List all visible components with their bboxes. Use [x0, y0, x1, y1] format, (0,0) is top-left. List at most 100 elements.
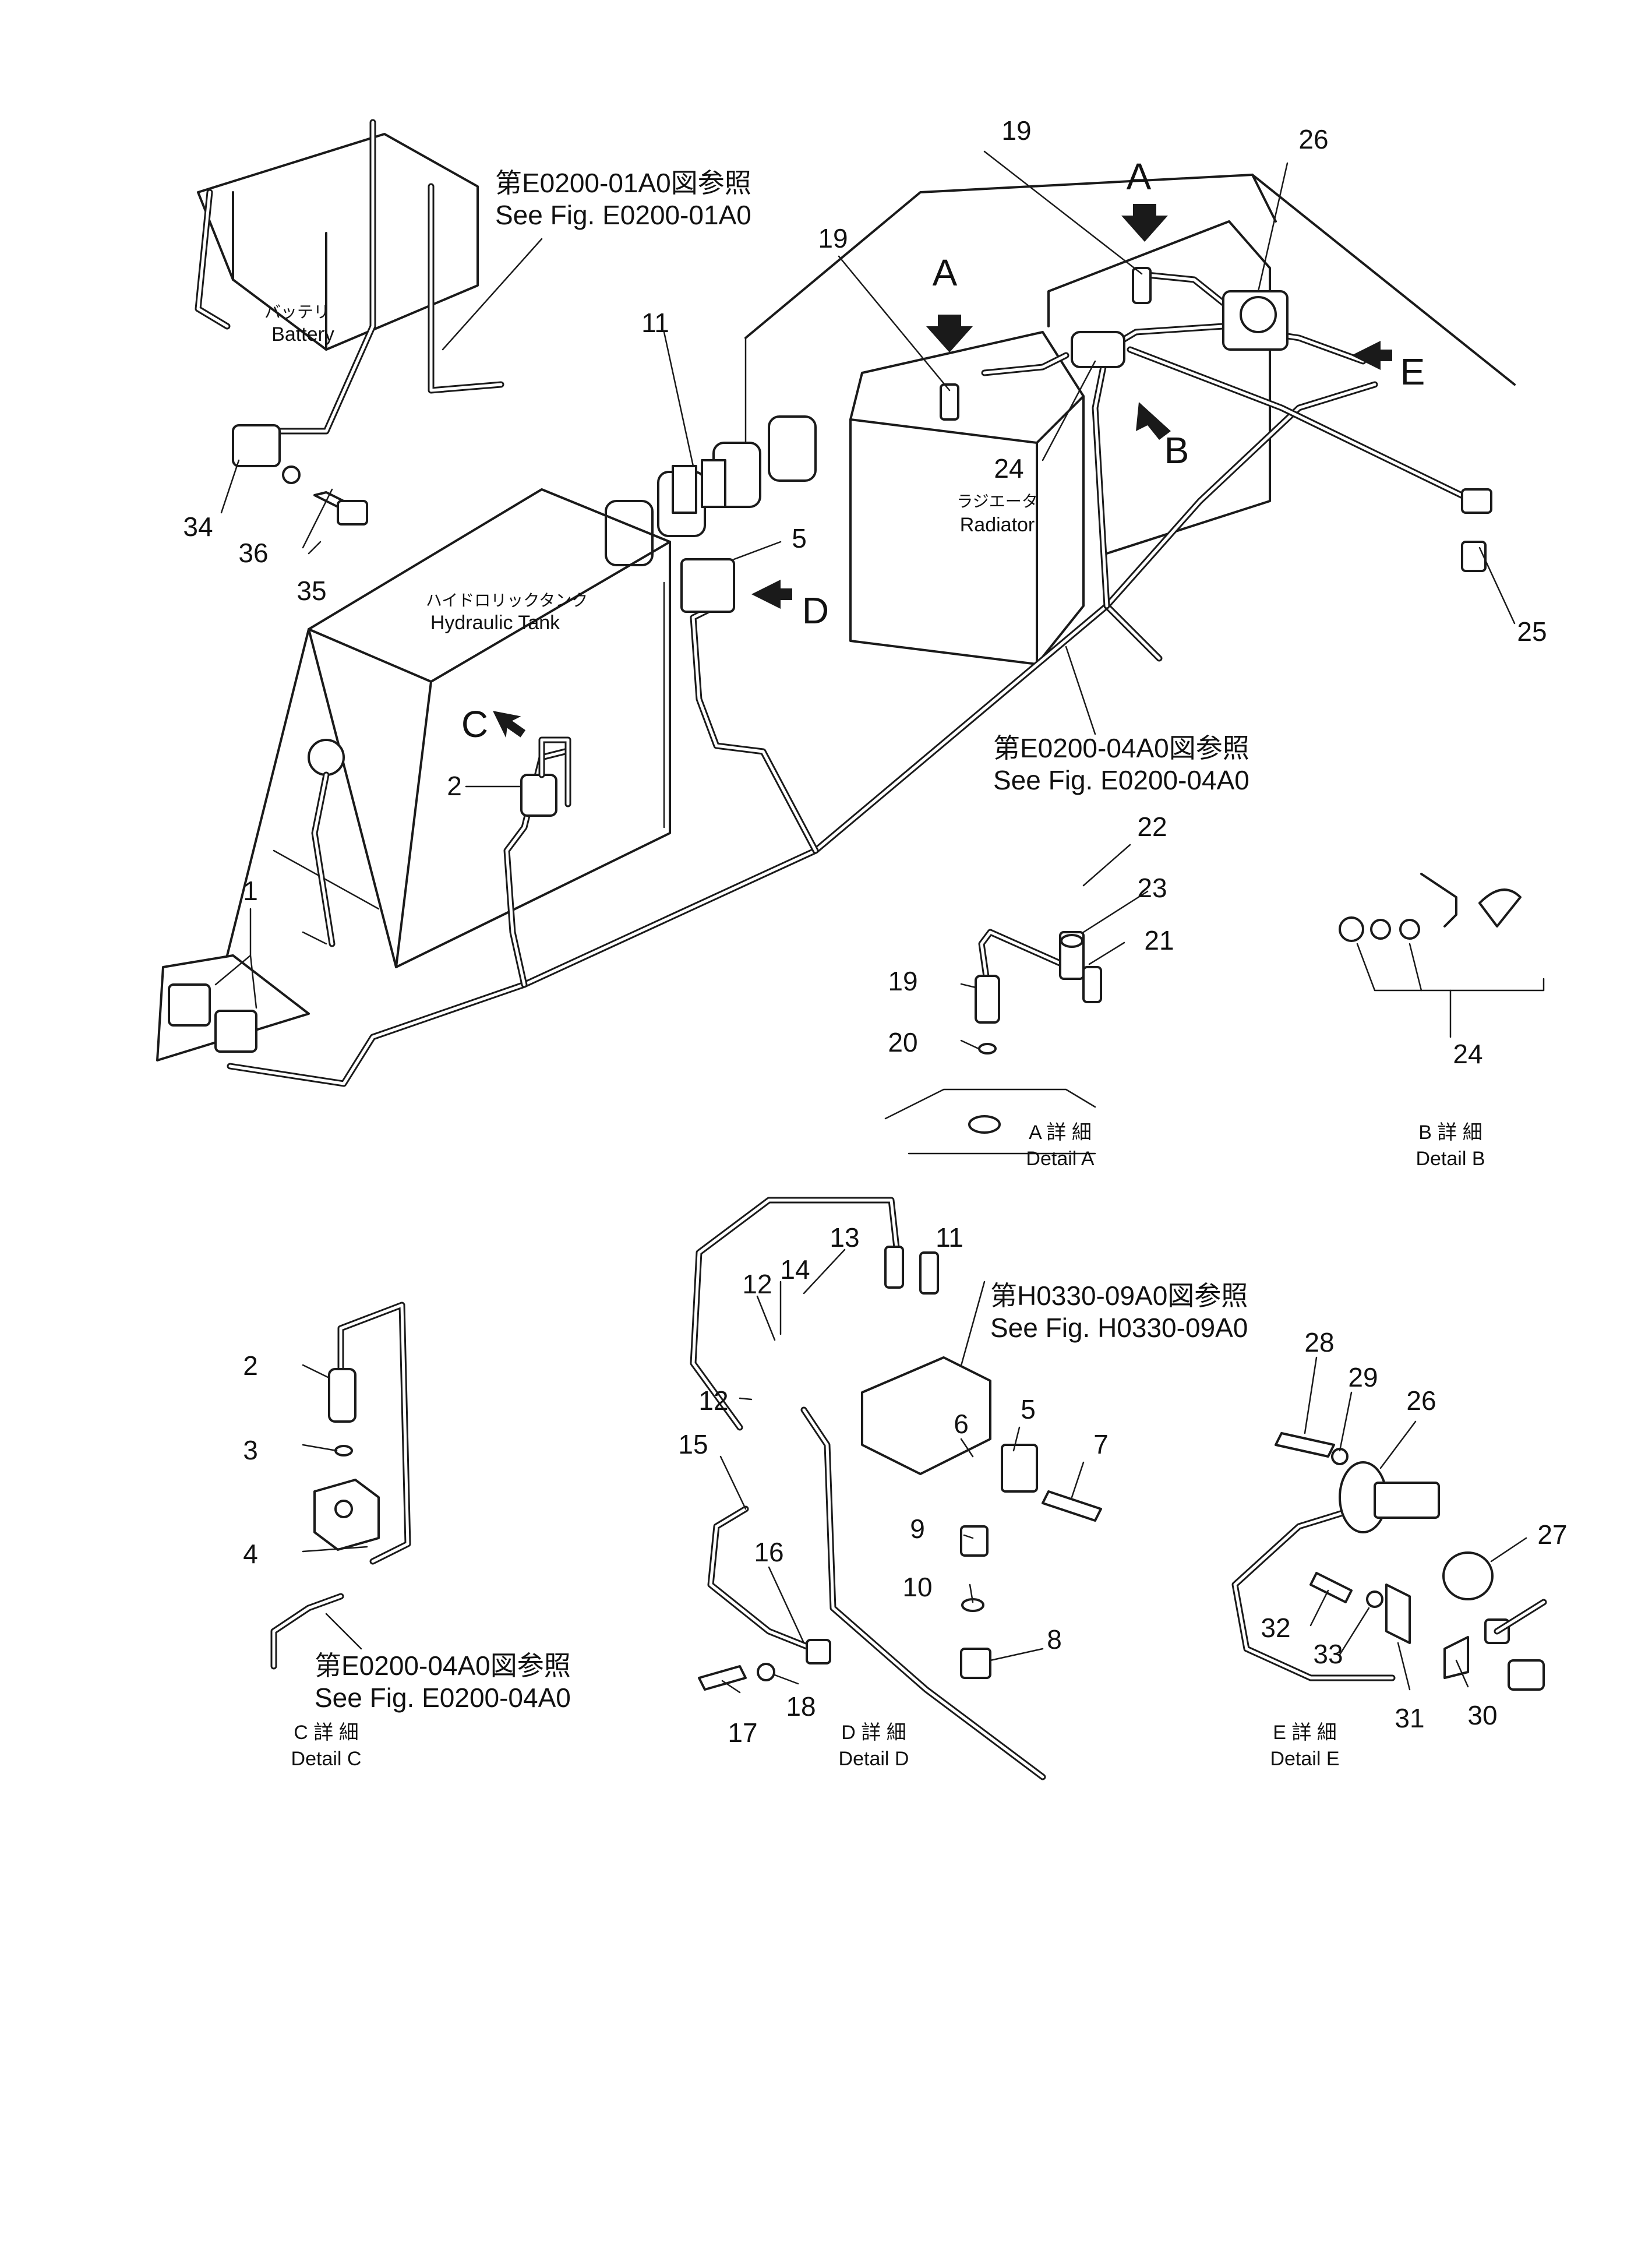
- battery-relay-parts: [232, 424, 368, 526]
- callout-22: 22: [1137, 812, 1167, 842]
- callout-14: 14: [780, 1254, 810, 1285]
- ref-h0330-09a0-en: See Fig. H0330-09A0: [990, 1313, 1248, 1343]
- ref-e0200-04a0-en-detail-c: See Fig. E0200-04A0: [315, 1683, 571, 1713]
- detail-b: B 詳 細 Detail B: [1339, 873, 1545, 1170]
- callout-21: 21: [1144, 925, 1174, 955]
- callout-3: 3: [243, 1435, 258, 1465]
- detail-e-title-jp: E 詳 細: [1273, 1722, 1337, 1744]
- callout-28: 28: [1304, 1327, 1334, 1357]
- callout-32: 32: [1261, 1613, 1290, 1643]
- view-arrows: A A B C D E: [461, 156, 1425, 745]
- callout-19-detail-a: 19: [888, 966, 917, 996]
- callout-24-detail-b: 24: [1453, 1039, 1482, 1069]
- view-arrow-a1: [926, 315, 973, 352]
- solenoid-valve-cluster: [672, 459, 735, 613]
- callout-13: 13: [829, 1222, 859, 1253]
- view-arrow-e-label: E: [1400, 351, 1425, 393]
- view-arrow-b-label: B: [1164, 429, 1189, 471]
- callout-12-lower: 12: [698, 1385, 728, 1416]
- ref-e0200-04a0-jp-detail-c: 第E0200-04A0図参照: [315, 1651, 571, 1681]
- ref-e0200-01a0-jp: 第E0200-01A0図参照: [495, 168, 751, 198]
- battery-label-jp: バッテリ: [264, 302, 330, 322]
- callout-30: 30: [1467, 1700, 1497, 1730]
- detail-d-title-en: Detail D: [839, 1748, 909, 1770]
- callout-19-mid: 19: [818, 223, 848, 253]
- callout-24: 24: [994, 453, 1023, 484]
- radiator: ラジエータ Radiator: [849, 220, 1271, 665]
- callout-27: 27: [1537, 1519, 1567, 1550]
- main-wire-harness: [227, 270, 1489, 1087]
- detail-b-title-jp: B 詳 細: [1418, 1122, 1482, 1144]
- detail-c-title-en: Detail C: [291, 1748, 362, 1770]
- radiator-label-en: Radiator: [960, 514, 1035, 536]
- callout-11-detail-d: 11: [936, 1222, 963, 1253]
- callout-17: 17: [728, 1718, 757, 1748]
- view-arrow-d: [751, 580, 792, 609]
- callout-36: 36: [238, 538, 268, 568]
- view-arrow-d-label: D: [802, 590, 829, 632]
- detail-d: D 詳 細 Detail D: [690, 1197, 1102, 1780]
- working-light-assembly: [156, 739, 345, 1061]
- callout-20: 20: [888, 1027, 917, 1057]
- part-callouts: 1 2 11 5 19 19 26 24 25 34 36 35 22 23 2…: [183, 115, 1567, 1748]
- detail-a-title-en: Detail A: [1026, 1148, 1094, 1170]
- view-arrow-a2: [1121, 204, 1168, 242]
- callout-18: 18: [786, 1691, 816, 1722]
- callout-6: 6: [954, 1409, 969, 1439]
- detail-c-title-jp: C 詳 細: [294, 1722, 358, 1744]
- callout-7: 7: [1093, 1429, 1109, 1459]
- detail-e-title-en: Detail E: [1270, 1748, 1339, 1770]
- battery-label-en: Battery: [271, 323, 334, 345]
- view-arrow-c: [493, 711, 526, 738]
- callout-9: 9: [910, 1514, 925, 1544]
- junction-and-horn: [1071, 290, 1289, 368]
- detail-e: E 詳 細 Detail E: [1231, 1432, 1547, 1770]
- callout-19-top: 19: [1001, 115, 1031, 146]
- callout-25: 25: [1517, 616, 1547, 647]
- callout-11: 11: [641, 308, 669, 338]
- callout-31: 31: [1395, 1703, 1424, 1733]
- callout-23: 23: [1137, 873, 1167, 903]
- callout-26-detail-e: 26: [1406, 1385, 1436, 1416]
- detail-b-title-en: Detail B: [1416, 1148, 1485, 1170]
- pressure-switch-on-tank: [520, 736, 571, 817]
- hydraulic-tank-label-en: Hydraulic Tank: [430, 612, 560, 634]
- ref-e0200-04a0-jp-main: 第E0200-04A0図参照: [993, 733, 1249, 763]
- detail-c: C 詳 細 Detail C: [270, 1302, 411, 1770]
- callout-16: 16: [754, 1537, 783, 1567]
- callout-33: 33: [1313, 1639, 1343, 1669]
- hydraulic-tank: ハイドロリックタンク Hydraulic Tank: [226, 488, 671, 968]
- callout-4: 4: [243, 1539, 258, 1569]
- callout-34: 34: [183, 512, 213, 542]
- callout-1: 1: [243, 876, 258, 906]
- hydraulic-tank-label-jp: ハイドロリックタンク: [426, 591, 588, 610]
- callout-5: 5: [792, 523, 807, 553]
- radiator-label-jp: ラジエータ: [956, 492, 1037, 511]
- detail-a: A 詳 細 Detail A: [884, 929, 1102, 1170]
- end-connector: [1461, 488, 1492, 572]
- view-arrow-a1-label: A: [933, 252, 958, 294]
- ref-e0200-04a0-en-main: See Fig. E0200-04A0: [993, 765, 1249, 795]
- callout-29: 29: [1348, 1362, 1378, 1392]
- reference-notes: 第E0200-01A0図参照 See Fig. E0200-01A0 第E020…: [315, 168, 1249, 1713]
- detail-d-title-jp: D 詳 細: [841, 1722, 906, 1744]
- temperature-sensors: [940, 267, 1152, 421]
- callout-2: 2: [447, 771, 462, 801]
- view-arrow-e: [1351, 341, 1392, 370]
- callout-10: 10: [902, 1572, 932, 1602]
- callout-5-detail-d: 5: [1021, 1394, 1036, 1424]
- view-arrow-c-label: C: [461, 703, 488, 745]
- ref-e0200-01a0-en: See Fig. E0200-01A0: [495, 200, 751, 230]
- view-arrow-b: [1136, 402, 1171, 440]
- callout-8: 8: [1047, 1624, 1062, 1655]
- battery: バッテリ Battery: [195, 119, 504, 435]
- view-arrow-a2-label: A: [1127, 156, 1152, 198]
- callout-2-detail-c: 2: [243, 1350, 258, 1381]
- callout-12-upper: 12: [742, 1269, 772, 1299]
- ref-h0330-09a0-jp: 第H0330-09A0図参照: [990, 1281, 1248, 1311]
- main-assembly: ラジエータ Radiator ハイドロリックタンク Hydraulic Tank: [156, 119, 1516, 1087]
- detail-a-title-jp: A 詳 細: [1029, 1122, 1092, 1144]
- callout-35: 35: [296, 576, 326, 606]
- callout-15: 15: [678, 1429, 708, 1459]
